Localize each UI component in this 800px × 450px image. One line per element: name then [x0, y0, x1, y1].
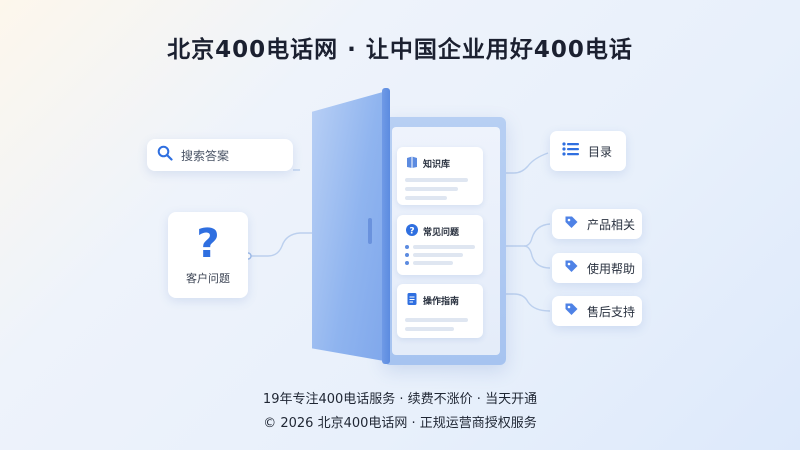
search-icon: [157, 145, 173, 165]
faq-title: 常见问题: [423, 228, 460, 238]
customer-question-card[interactable]: ? 客户问题: [168, 212, 248, 298]
placeholder-line: [405, 196, 447, 200]
question-label: 客户问题: [186, 272, 230, 285]
tag-product-related[interactable]: 产品相关: [552, 209, 642, 239]
door-panel: [312, 90, 390, 362]
list-item: [405, 253, 475, 257]
catalog-label: 目录: [588, 144, 613, 159]
svg-text:?: ?: [409, 227, 414, 237]
footer-copyright: © 2026 北京400电话网 · 正规运营商授权服务: [263, 416, 537, 431]
tag-icon: [564, 259, 579, 278]
door-edge: [382, 88, 390, 364]
tag-icon: [564, 302, 579, 321]
catalog-button[interactable]: 目录: [550, 131, 626, 171]
help-circle-icon: ?: [405, 222, 419, 241]
placeholder-line: [405, 187, 458, 191]
operation-guide-title: 操作指南: [423, 297, 460, 307]
placeholder-line: [405, 318, 468, 322]
search-label: 搜索答案: [181, 148, 230, 163]
question-mark-icon: ?: [196, 221, 220, 267]
door-handle: [368, 218, 372, 244]
tag-label: 产品相关: [587, 217, 636, 232]
tag-after-sales[interactable]: 售后支持: [552, 296, 642, 326]
search-answer-box[interactable]: 搜索答案: [147, 139, 293, 171]
page-title: 北京400电话网 · 让中国企业用好400电话: [167, 37, 633, 63]
list-icon: [562, 141, 580, 161]
book-icon: [405, 154, 419, 173]
operation-guide-card[interactable]: 操作指南: [397, 284, 483, 338]
tag-label: 售后支持: [587, 304, 636, 319]
knowledge-base-title: 知识库: [423, 160, 451, 170]
tag-usage-help[interactable]: 使用帮助: [552, 253, 642, 283]
footer-tagline: 19年专注400电话服务 · 续费不涨价 · 当天开通: [262, 392, 538, 407]
list-item: [405, 245, 475, 249]
list-item: [405, 261, 475, 265]
faq-card[interactable]: ? 常见问题: [397, 215, 483, 275]
tag-label: 使用帮助: [587, 261, 636, 276]
knowledge-base-card[interactable]: 知识库: [397, 147, 483, 205]
placeholder-line: [405, 178, 468, 182]
document-icon: [405, 291, 419, 310]
placeholder-line: [405, 327, 454, 331]
tag-icon: [564, 215, 579, 234]
